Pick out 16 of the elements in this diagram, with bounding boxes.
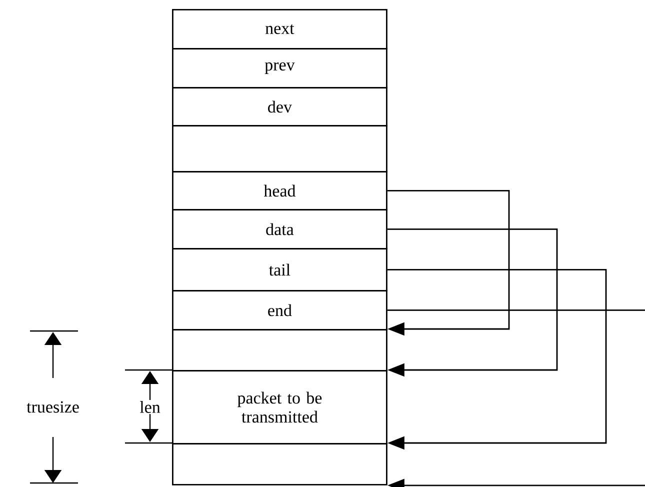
pointer-arrow: [387, 269, 607, 450]
field-box: next: [172, 9, 388, 50]
empty-field-box: [172, 329, 388, 372]
empty-field-box: [172, 125, 388, 172]
dimension-label: len: [138, 400, 162, 414]
field-box: data: [172, 209, 388, 250]
field-box: prev: [172, 48, 388, 88]
field-box: dev: [172, 87, 388, 126]
empty-field-box: [172, 443, 388, 486]
pointer-arrow: [387, 190, 510, 336]
field-box: head: [172, 171, 388, 210]
dimension-label: truesize: [26, 400, 80, 414]
field-box: end: [172, 290, 388, 330]
pointer-arrow: [387, 228, 558, 377]
field-box: packet to be transmitted: [172, 370, 388, 444]
field-box: tail: [172, 248, 388, 292]
